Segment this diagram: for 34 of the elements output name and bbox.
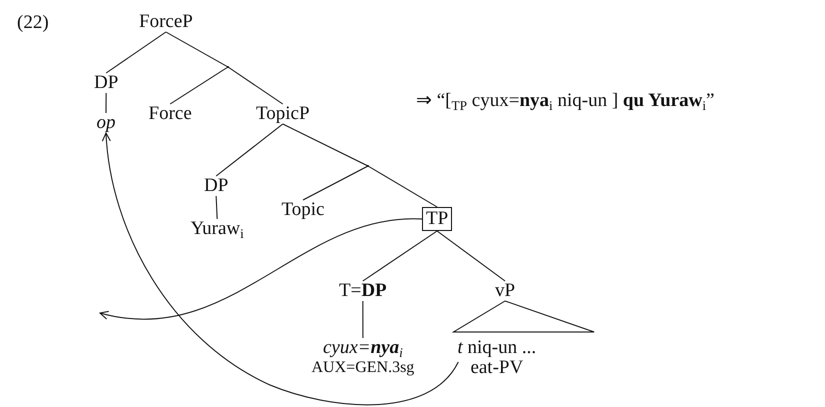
movement-arrow [102, 132, 459, 406]
tree-branch [228, 66, 284, 104]
node-label: ForceP [139, 12, 193, 32]
boxed-node [422, 207, 452, 231]
tree-branch [302, 166, 368, 200]
node-label: cyux=nya$_{i}$ [322, 338, 404, 358]
tree-branch [106, 32, 166, 74]
tree-branch [216, 196, 218, 220]
roof-triangle [452, 300, 595, 332]
gloss-text: eat-PV [469, 358, 524, 378]
node-label: TP [426, 209, 448, 229]
node-label: t niq-un ... [458, 338, 536, 358]
example-number: (22) [17, 12, 49, 34]
movement-arrow [100, 218, 422, 320]
node-label: DP [204, 176, 228, 196]
node-label: vP [495, 281, 516, 301]
tree-branch [106, 92, 107, 114]
node-label: T=DP [339, 281, 387, 301]
node-label: TopicP [256, 104, 310, 124]
tree-branch [362, 300, 364, 338]
node-label: op [96, 113, 116, 133]
node-label: DP [94, 73, 118, 93]
node-label: Force [148, 104, 192, 124]
translation-text: ⇒ “[$_{TP}$ cyux=nya$_{i}$ niq-un ] qu Yuraw$_{i}$” [416, 89, 714, 112]
tree-branch [436, 230, 506, 282]
gloss-text: AUX=GEN.3sg [312, 358, 414, 378]
tree-branch [282, 124, 368, 166]
tree-branch [170, 66, 228, 104]
node-label: Yuraw$_{i}$ [190, 219, 244, 239]
tree-branch [216, 124, 284, 176]
tree-branch [165, 32, 228, 68]
tree-branch [362, 230, 438, 282]
tree-branch [368, 166, 438, 208]
node-label: Topic [282, 200, 324, 220]
